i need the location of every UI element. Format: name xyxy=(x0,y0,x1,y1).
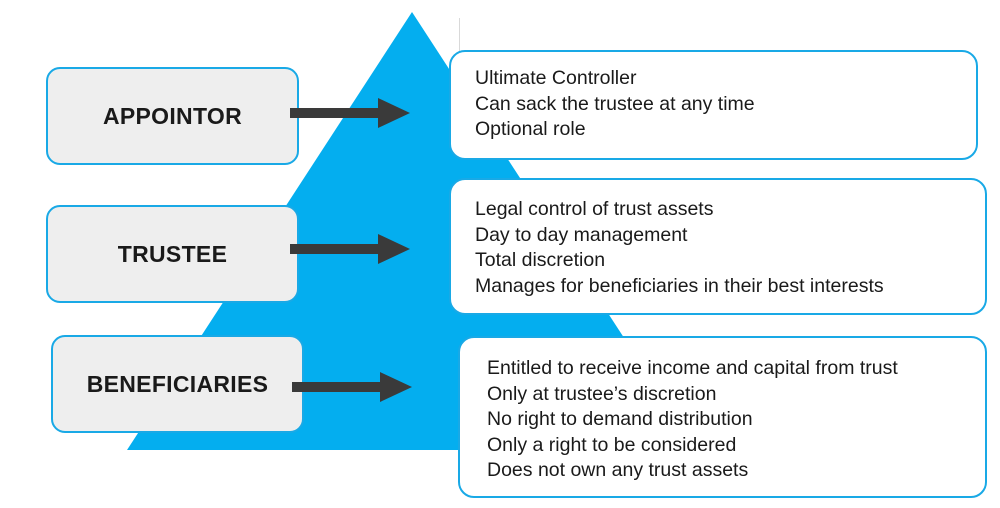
beneficiaries-point: Only a right to be considered xyxy=(487,433,737,456)
appointor-points: Ultimate Controller Can sack the trustee… xyxy=(475,66,976,143)
trustee-box: TRUSTEE xyxy=(46,205,299,303)
trustee-label: TRUSTEE xyxy=(117,240,228,267)
trustee-description-box: Legal control of trust assets Day to day… xyxy=(449,178,987,315)
divider-line xyxy=(459,18,460,54)
trustee-point: Legal control of trust assets xyxy=(475,198,714,220)
beneficiaries-point: No right to demand distribution xyxy=(487,408,753,430)
beneficiaries-box: BENEFICIARIES xyxy=(51,335,304,433)
beneficiaries-point: Entitled to receive income and capital f… xyxy=(487,357,898,379)
beneficiaries-label: BENEFICIARIES xyxy=(86,370,269,397)
appointor-label: APPOINTOR xyxy=(102,102,242,129)
appointor-description-box: Ultimate Controller Can sack the trustee… xyxy=(449,50,978,160)
trustee-point: Total discretion xyxy=(475,249,606,271)
appointor-point: Ultimate Controller xyxy=(475,67,637,89)
arrow-right-icon xyxy=(290,98,410,128)
arrow-right-icon xyxy=(290,234,410,264)
beneficiaries-point: Only at trustee’s discretion xyxy=(487,382,717,405)
appointor-box: APPOINTOR xyxy=(46,67,299,165)
appointor-point: Can sack the trustee at any time xyxy=(475,92,755,115)
arrow-right-icon xyxy=(292,372,412,402)
trustee-point: Manages for beneficiaries in their best … xyxy=(475,274,884,297)
trustee-point: Day to day management xyxy=(475,223,688,246)
beneficiaries-point: Does not own any trust assets xyxy=(487,459,749,481)
appointor-point: Optional role xyxy=(475,118,586,140)
beneficiaries-points: Entitled to receive income and capital f… xyxy=(487,356,985,484)
trustee-points: Legal control of trust assets Day to day… xyxy=(475,197,985,299)
beneficiaries-description-box: Entitled to receive income and capital f… xyxy=(458,336,987,498)
